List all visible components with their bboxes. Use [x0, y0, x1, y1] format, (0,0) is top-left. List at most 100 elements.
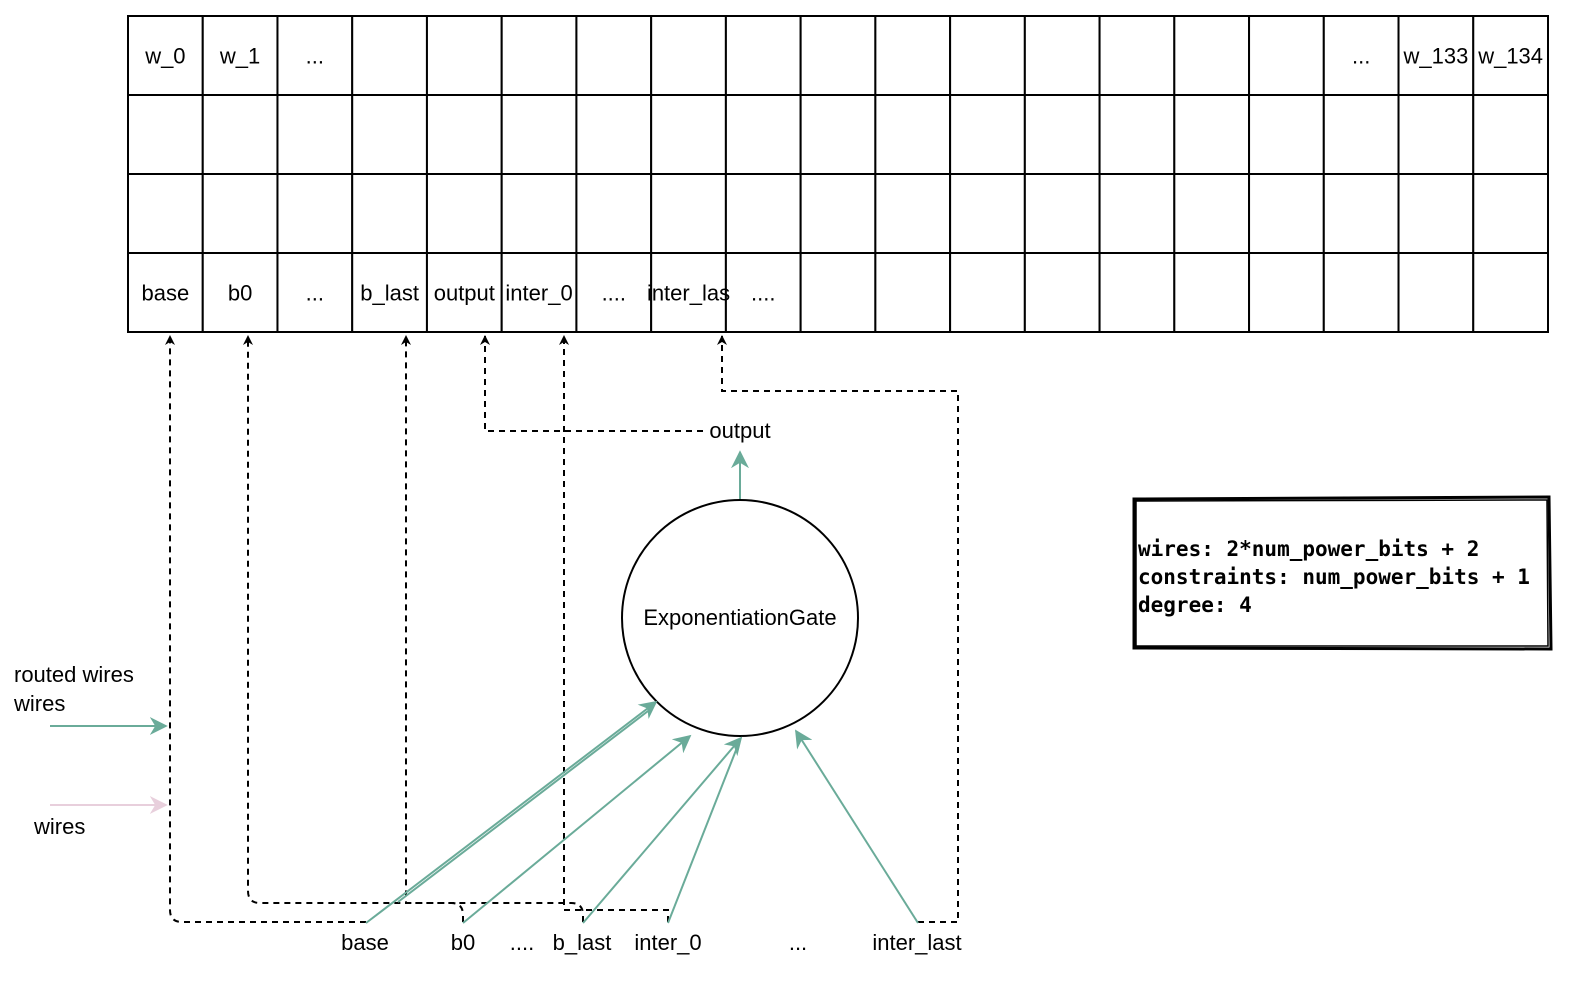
grid-cell-r2-c15	[1248, 173, 1325, 254]
legend-routed-label-2: wires	[13, 691, 65, 716]
grid-cell-r0-c14	[1173, 15, 1251, 96]
grid-cell-r1-c2	[276, 94, 354, 175]
grid-cell-r1-c16	[1322, 94, 1400, 175]
grid-cell-r3-c6	[575, 252, 653, 333]
grid-cell-r1-c5	[500, 94, 578, 175]
legend-routed-label-1: routed wires	[14, 662, 134, 687]
grid-cell-r1-c0	[127, 94, 204, 175]
grid-cell-r0-c0	[127, 15, 204, 96]
grid-cell-r0-c13	[1098, 15, 1176, 96]
grid-cell-r1-c13	[1098, 94, 1176, 175]
top-cell-label-0: w_0	[144, 44, 185, 69]
grid-cell-r0-c4	[425, 15, 503, 96]
grid-cell-r0-c12	[1023, 15, 1101, 96]
grid-cell-r0-c18	[1472, 15, 1550, 96]
info-box: wires: 2*num_power_bits + 2 constraints:…	[1132, 495, 1553, 651]
grid-cell-r3-c9	[799, 252, 877, 333]
route-output	[480, 335, 703, 432]
grid-cell-r2-c9	[799, 173, 877, 254]
info-line-wires: wires: 2*num_power_bits + 2	[1138, 537, 1479, 561]
grid-cell-r0-c9	[799, 15, 877, 96]
grid-cell-r2-c1	[201, 173, 279, 254]
grid-cell-r3-c3	[351, 252, 428, 333]
top-cell-label-16: ...	[1352, 44, 1370, 69]
bottom-cell-label-6: ....	[602, 281, 626, 306]
grid-cell-r1-c9	[799, 94, 877, 175]
grid-cell-r3-c2	[276, 252, 354, 333]
grid-cell-r2-c18	[1472, 173, 1550, 254]
grid-cell-r2-c5	[500, 173, 578, 254]
grid-cell-r0-c7	[650, 15, 727, 96]
route-inter-0	[559, 335, 669, 922]
info-line-degree: degree: 4	[1138, 593, 1252, 617]
grid-cell-r2-c17	[1397, 173, 1475, 254]
grid-cell-r1-c1	[201, 94, 279, 175]
grid-cell-r1-c12	[1023, 94, 1101, 175]
grid-cell-r2-c7	[650, 173, 727, 254]
grid-cell-r3-c15	[1248, 252, 1325, 333]
bottom-cell-label-3: b_last	[360, 281, 419, 306]
input-arrow-b0	[462, 734, 692, 924]
grid-cell-r2-c6	[575, 173, 653, 254]
grid-cell-r2-c2	[276, 173, 354, 254]
bottom-row-labels: base b0... b_last output inter_0.... inter_la…	[142, 281, 776, 306]
grid-cell-r0-c1	[201, 15, 279, 96]
input-label-base: base	[341, 930, 389, 955]
input-arrow-base	[365, 700, 658, 924]
grid-cell-r3-c17	[1397, 252, 1475, 333]
bottom-cell-label-1: b0	[228, 281, 252, 306]
bottom-cell-label-4: output	[434, 281, 495, 306]
grid-cell-r1-c6	[575, 94, 653, 175]
dashed-routing	[165, 335, 959, 923]
route-base	[165, 335, 366, 923]
bottom-cell-label-2: ...	[306, 281, 324, 306]
grid-cell-r0-c3	[351, 15, 428, 96]
input-label-b0: b0	[451, 930, 475, 955]
exponentiation-gate-circle	[621, 499, 859, 737]
bottom-cell-label-5: inter_0	[505, 281, 572, 306]
legend: routed wires wires wires	[13, 662, 168, 839]
grid-cell-r2-c10	[874, 173, 952, 254]
grid-cell-r3-c1	[201, 252, 279, 333]
route-b0	[243, 335, 464, 922]
grid-cell-r0-c10	[874, 15, 952, 96]
input-label-dots1: ....	[510, 930, 534, 955]
grid-cell-r1-c7	[650, 94, 727, 175]
grid-cell-r1-c15	[1248, 94, 1325, 175]
bottom-cell-label-8: ....	[751, 281, 775, 306]
route-inter-last	[717, 335, 959, 923]
grid-cell-r1-c11	[949, 94, 1026, 175]
input-labels: base b0 .... b_last inter_0 ... inter_la…	[341, 930, 962, 955]
grid-cell-r2-c11	[949, 173, 1026, 254]
grid-cell-r2-c4	[425, 173, 503, 254]
gate-label: ExponentiationGate	[643, 605, 836, 630]
input-label-dots2: ...	[789, 930, 807, 955]
grid-cell-r2-c0	[127, 173, 204, 254]
legend-wires-label: wires	[33, 814, 85, 839]
grid-cell-r2-c3	[351, 173, 428, 254]
bottom-cell-label-7: inter_las	[647, 281, 730, 306]
bottom-cell-label-0: base	[142, 281, 190, 306]
grid-cell-r3-c5	[500, 252, 578, 333]
top-cell-label-1: w_1	[219, 44, 260, 69]
grid-cell-r3-c11	[949, 252, 1026, 333]
grid-cell-r1-c18	[1472, 94, 1550, 175]
grid-cell-r3-c12	[1023, 252, 1101, 333]
input-label-inter-last: inter_last	[872, 930, 961, 955]
grid-cell-r1-c14	[1173, 94, 1251, 175]
info-box-border	[1132, 495, 1553, 651]
grid-cell-r1-c10	[874, 94, 952, 175]
grid-cell-r3-c16	[1322, 252, 1400, 333]
grid-cell-r1-c8	[724, 94, 802, 175]
grid-cell-r2-c8	[724, 173, 802, 254]
grid-cell-r3-c10	[874, 252, 952, 333]
info-line-constraints: constraints: num_power_bits + 1	[1138, 565, 1530, 589]
top-cell-label-2: ...	[306, 44, 324, 69]
output-label: output	[709, 418, 770, 443]
grid-cell-r3-c13	[1098, 252, 1176, 333]
input-arrows	[365, 700, 919, 924]
grid-cell-r3-c7	[650, 252, 727, 333]
grid-cell-r0-c15	[1248, 15, 1325, 96]
